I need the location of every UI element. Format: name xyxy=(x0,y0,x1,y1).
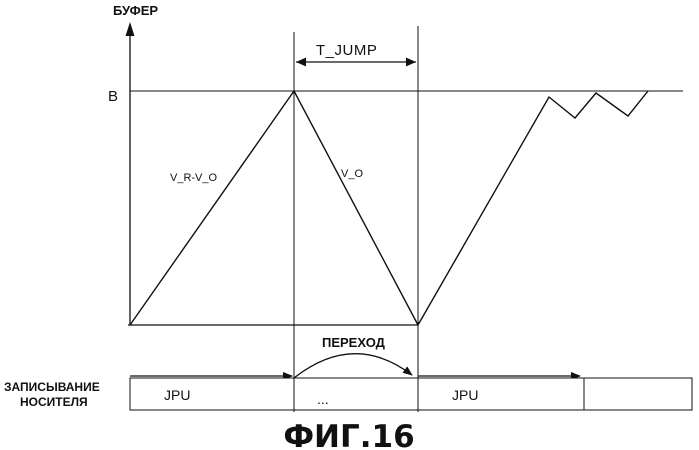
t-jump-arrow-left-icon xyxy=(296,58,306,67)
figure-caption: ФИГ.16 xyxy=(283,419,414,450)
track-segment-4 xyxy=(584,378,692,410)
buffer-curve-refill xyxy=(418,91,648,325)
y-axis-label: БУФЕР xyxy=(113,3,158,18)
y-axis-arrow-icon xyxy=(126,22,135,36)
jump-label: ПЕРЕХОД xyxy=(322,335,386,350)
buffer-curve-cycle xyxy=(130,91,418,325)
track-label-line2: НОСИТЕЛЯ xyxy=(20,395,88,409)
track-segment-3-label: JPU xyxy=(452,387,478,403)
track-segment-2 xyxy=(294,378,418,410)
fall-rate-label: V_O xyxy=(341,168,363,180)
t-jump-arrow-right-icon xyxy=(406,58,416,67)
level-b-label: B xyxy=(108,88,118,105)
t-jump-label: T_JUMP xyxy=(316,42,377,59)
track-segment-3 xyxy=(418,378,584,410)
track-segment-2-label: ... xyxy=(317,391,329,407)
track-segment-1-label: JPU xyxy=(164,387,190,403)
rise-rate-label: V_R-V_O xyxy=(170,172,218,184)
jump-arc xyxy=(294,354,412,378)
track-segment-1 xyxy=(130,378,294,410)
track-label-line1: ЗАПИСЫВАНИЕ xyxy=(4,380,100,394)
